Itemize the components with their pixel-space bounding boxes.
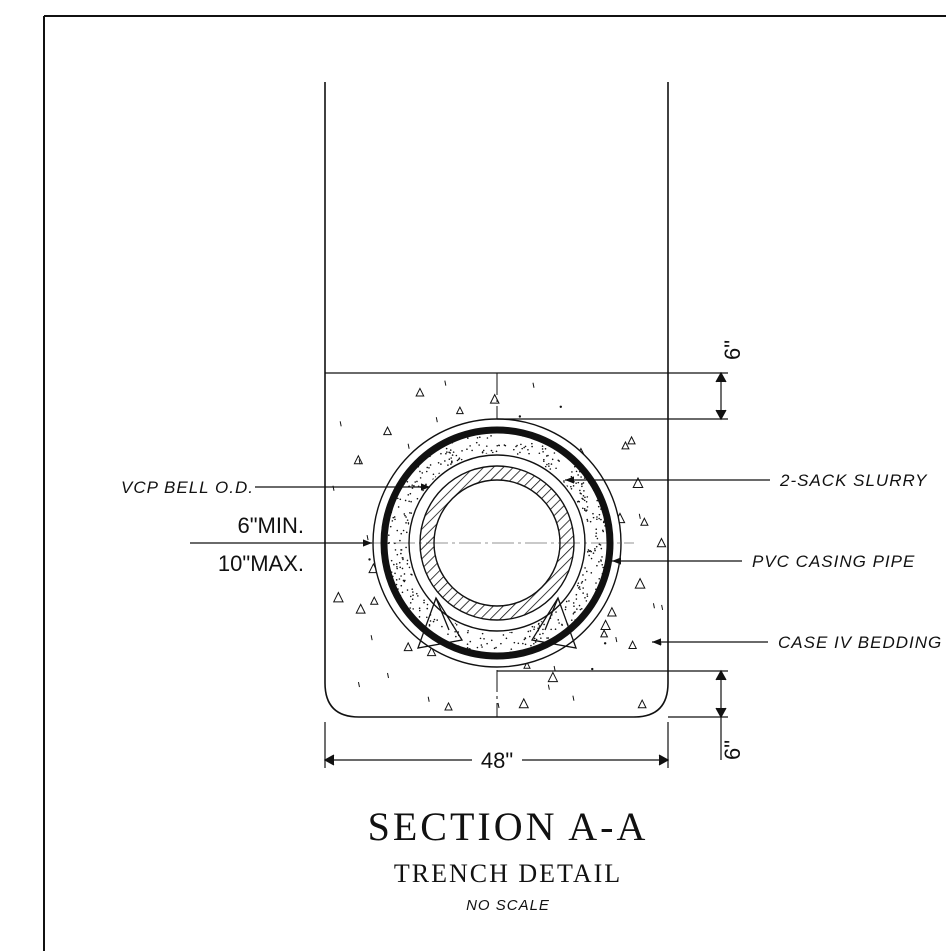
section-title: SECTION A-A bbox=[368, 804, 649, 849]
slurry-label: 2-SACK SLURRY bbox=[779, 471, 928, 490]
pvc-casing-label: PVC CASING PIPE bbox=[752, 552, 915, 571]
sheet-border bbox=[43, 15, 946, 951]
min-clearance-label: 6"MIN. bbox=[238, 513, 304, 538]
scale-note: NO SCALE bbox=[466, 897, 550, 914]
top-cover-label: 6" bbox=[720, 340, 745, 360]
vcp-bell-od-label: VCP BELL O.D. bbox=[121, 478, 254, 497]
bottom-cover-dimension bbox=[497, 669, 728, 760]
top-cover-dimension bbox=[497, 371, 728, 421]
section-subtitle: TRENCH DETAIL bbox=[394, 859, 622, 888]
max-clearance-label: 10"MAX. bbox=[218, 551, 304, 576]
casing-spacer-right bbox=[530, 596, 577, 649]
bottom-cover-label: 6" bbox=[720, 740, 745, 760]
pipe-assembly bbox=[360, 418, 634, 668]
slurry-fill bbox=[380, 428, 613, 659]
width-dimension bbox=[323, 722, 670, 768]
width-label: 48" bbox=[481, 748, 513, 773]
casing-spacer-left bbox=[417, 596, 464, 649]
bedding-label: CASE IV BEDDING bbox=[778, 633, 942, 652]
